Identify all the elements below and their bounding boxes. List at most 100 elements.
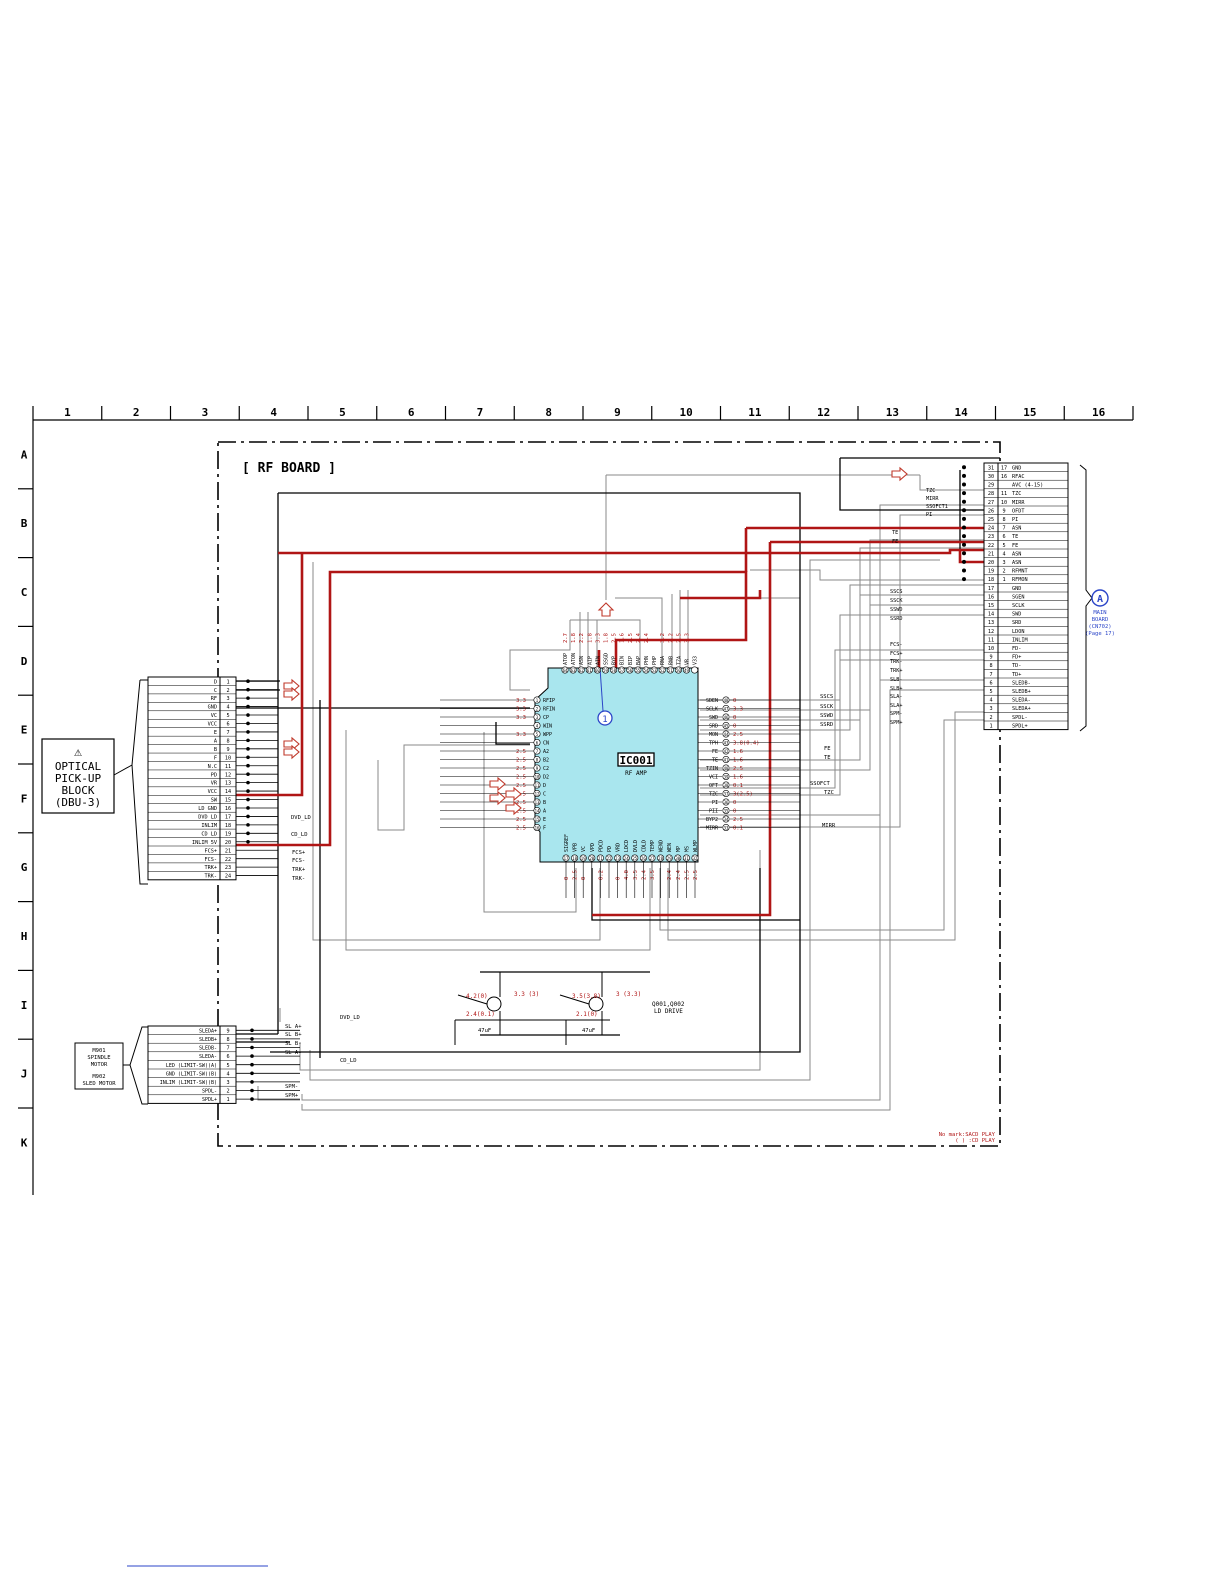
ic-pin-circle: [682, 854, 690, 862]
connector-pin-alt: 17: [1001, 465, 1007, 471]
connector-pin-name: INLIM: [1012, 637, 1028, 643]
ic-pin-circle: [650, 666, 658, 674]
ic-pin-name: VPD: [590, 843, 596, 852]
ic-pin-circle: [691, 854, 699, 862]
motor-pin-number: 9: [226, 1028, 229, 1034]
motor-box: [74, 1042, 124, 1090]
connector-pin-number: 20: [988, 560, 994, 566]
ic-pin-name: TZA: [676, 656, 682, 665]
ic-pin-voltage: 1.6: [733, 758, 743, 764]
ic-pin-number: 44: [724, 732, 729, 737]
ic-pin-name: SDEN: [706, 698, 718, 704]
wire: [377, 744, 530, 831]
connector-pin-number: 4: [989, 698, 992, 704]
ic-pin-name: SIGREF: [564, 834, 570, 852]
connector-pin-name: SLEDA-: [1012, 698, 1031, 704]
ic-pin-number: 46: [724, 715, 729, 720]
column-label: 6: [408, 406, 415, 419]
connector-net-label: FCS-: [890, 642, 903, 648]
wire: [750, 569, 985, 581]
pickup-bracket: [113, 679, 148, 885]
q001-transistor: [486, 996, 502, 1012]
junction-dot: [250, 1037, 254, 1041]
motor-pin-number: 7: [226, 1046, 229, 1052]
connector-pin-number: 19: [988, 569, 994, 575]
junction-dot: [246, 713, 250, 717]
junction-dot: [962, 542, 966, 547]
net-label: SSCS: [820, 694, 833, 700]
motor-pin-name: INLIM (LIMIT-SW)(B): [160, 1080, 217, 1086]
net-label: SSRD: [820, 722, 833, 728]
pickup-pin-number: 15: [225, 798, 231, 804]
ic-pin-voltage: 1.6: [620, 633, 626, 643]
ic-pin-circle: [722, 755, 730, 763]
pickup-pin-name: B: [214, 747, 217, 753]
pickup-label-line: BLOCK: [61, 784, 94, 797]
junction-dot: [250, 1088, 254, 1093]
motor-pin-number: 2: [226, 1089, 229, 1095]
junction-dot: [962, 516, 966, 521]
junction-dot: [962, 482, 966, 487]
motor-pin-name: SPDL+: [202, 1097, 217, 1103]
pickup-pin-number: 11: [225, 764, 231, 770]
column-label: 4: [270, 406, 277, 419]
wire: [700, 547, 985, 761]
pickup-pin-number: 19: [225, 831, 231, 837]
row-label: I: [21, 999, 28, 1012]
board-title: [ RF BOARD ]: [242, 461, 336, 476]
junction-dot: [250, 1080, 254, 1084]
junction-dot: [962, 491, 966, 496]
pickup-pin-name: FCS+: [205, 848, 218, 854]
red-wire: [236, 553, 304, 797]
pickup-pin-name: TRK+: [205, 865, 218, 871]
wire: [301, 689, 985, 1111]
row-label: H: [21, 930, 28, 943]
ic-pin-name: ASN: [579, 656, 585, 665]
ic-pin-voltage: 2.5: [733, 766, 743, 772]
signal-arrow-icon: [891, 466, 908, 482]
ic-pin-number: 25: [632, 856, 637, 861]
ic-pin-name: D2: [543, 775, 549, 781]
ic-pin-voltage: 2.5: [516, 800, 526, 806]
connector-pin-name: ASN: [1012, 551, 1021, 557]
ic-pin-circle: [722, 815, 730, 823]
ic-pin-number: 7: [536, 749, 539, 754]
connector-pin-alt: 2: [1002, 569, 1005, 575]
connector-pin-alt: 1: [1002, 577, 1005, 583]
mid-net-labels: SSCS SSCK SSWD SSRD FE TE SSOFCT TZC MIR…: [291, 694, 836, 882]
connector-pin-name: SGEN: [1012, 594, 1025, 600]
ic001-ref-box: [617, 752, 655, 767]
ic-pin-name: ATON: [571, 653, 577, 665]
row-label: J: [21, 1068, 28, 1081]
ic-pin-circle: [639, 854, 647, 862]
motor-net-label: SL A-: [285, 1050, 302, 1056]
connector-pin-name: ASN: [1012, 526, 1021, 532]
ic-pin-name: CP: [543, 715, 549, 721]
ic-pin-name: BYP: [612, 656, 618, 665]
voltage-label: 2.1(0): [576, 1011, 598, 1018]
motor-pin-number: 3: [226, 1080, 229, 1086]
ic-pin-name: RNB: [668, 656, 674, 665]
ic-pin-number: 47: [724, 706, 729, 711]
connector-pin-number: 2: [989, 715, 992, 721]
ic-pin-circle: [588, 854, 596, 862]
ic-pin-number: 40: [724, 766, 729, 771]
motor-net-label: SPM-: [285, 1084, 298, 1090]
motor-pin-number: 4: [226, 1071, 229, 1077]
ic-pin-number: 38: [724, 783, 729, 788]
board-ref-line: (CN702): [1088, 624, 1111, 630]
junction-dot: [962, 465, 966, 470]
connector-net-label: TE: [892, 530, 898, 536]
junction-dot: [246, 721, 250, 726]
connector-pin-name: TZC: [1012, 491, 1021, 497]
signal-arrow-icon: [489, 790, 506, 806]
ic-pin-number: 20: [589, 856, 594, 861]
ic-pin-number: 1: [536, 698, 539, 703]
connector-pin-name: GND: [1012, 465, 1021, 471]
board-ref-circle: [1091, 589, 1109, 607]
connector-pin-number: 13: [988, 620, 994, 626]
ic-pin-number: 10: [535, 774, 540, 779]
connector-pin-number: 27: [988, 500, 994, 506]
ic-pin-voltage: 2.5: [516, 809, 526, 815]
